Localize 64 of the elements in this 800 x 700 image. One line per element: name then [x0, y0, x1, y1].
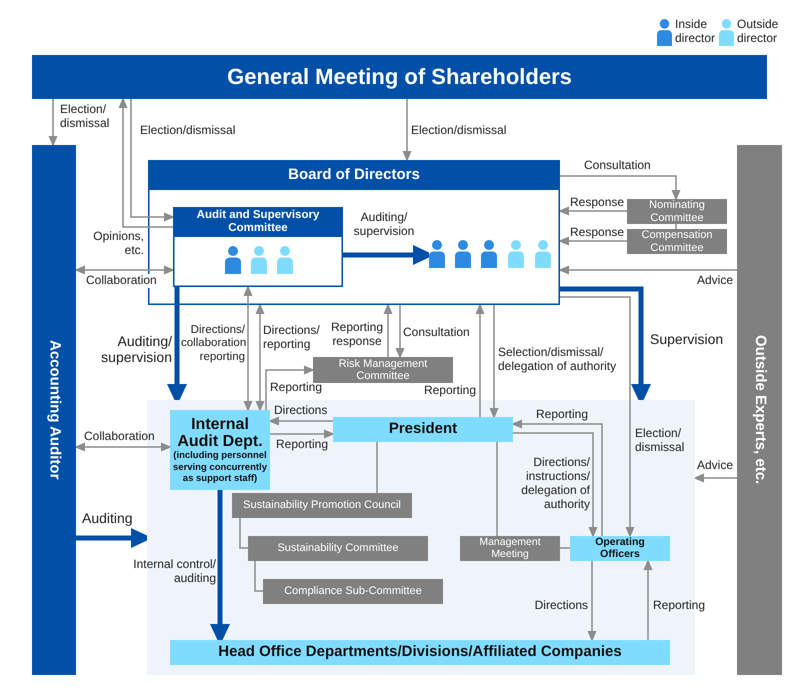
edge-label: Advice [697, 274, 734, 288]
edge-label: Reporting [536, 408, 590, 422]
process-box: Management Meeting [460, 536, 560, 561]
edge-label: Directions [534, 599, 588, 613]
edge-label: Collaboration [84, 430, 156, 444]
edge-label: Response [570, 196, 626, 210]
person-icon [481, 240, 497, 268]
side-bar: Accounting Auditor [32, 145, 76, 675]
process-box: Risk Management Committee [313, 357, 453, 383]
connector-line [675, 224, 677, 229]
edge-label: Directions/ reporting [263, 324, 321, 352]
person-icon [455, 240, 471, 268]
person-icon [277, 246, 293, 274]
process-box: Sustainability Promotion Council [232, 493, 412, 518]
edge-label: Election/ dismissal [60, 103, 110, 131]
side-bar: Outside Experts, etc. [737, 145, 782, 675]
edge-label: Reporting [270, 381, 324, 395]
process-box: Nominating Committee [627, 199, 727, 224]
edge-label: Internal control/ auditing [132, 558, 216, 586]
edge-label: Opinions, etc. [92, 230, 144, 258]
group-title: Board of Directors [148, 160, 560, 190]
edge-label: Directions [274, 404, 328, 418]
node-text: (including personnel serving concurrently as support staff) [172, 450, 268, 484]
connector-line [376, 442, 378, 493]
edge-label: Auditing/ supervision [100, 333, 172, 366]
process-box [170, 410, 270, 490]
person-icon [251, 246, 267, 274]
connector-line [254, 561, 263, 592]
edge-label: Auditing [82, 510, 134, 526]
edge-label: Consultation [584, 159, 652, 173]
person-icon [429, 240, 445, 268]
connector-line [239, 518, 248, 549]
edge-label: Auditing/ supervision [352, 211, 416, 239]
group-box [173, 207, 343, 287]
edge-label: Reporting [422, 384, 476, 398]
edge-label: Reporting response [330, 321, 384, 349]
process-box: Head Office Departments/Divisions/Affiliated Companies [170, 640, 670, 665]
edge-label: Directions/ collaboration reporting [181, 324, 245, 364]
legend-label: Inside director [675, 18, 716, 46]
process-box: Compliance Sub-Committee [263, 579, 443, 604]
banner-bar: General Meeting of Shareholders [32, 55, 767, 99]
process-box: Operating Officers [570, 536, 670, 561]
person-icon [508, 240, 524, 268]
edge-label: Selection/dismissal/ delegation of authority [498, 346, 618, 374]
process-box: Compensation Committee [627, 229, 727, 254]
connector-line [560, 547, 570, 549]
edge-label: Advice [697, 459, 734, 473]
connector-line [496, 442, 498, 536]
edge-label: Response [570, 226, 626, 240]
process-box: President [333, 417, 513, 442]
person-icon [225, 246, 241, 274]
edge-label: Election/ dismissal [635, 427, 686, 455]
edge-label: Supervision [650, 331, 724, 348]
edge-label: Reporting [276, 438, 330, 452]
process-box: Sustainability Committee [248, 536, 428, 561]
person-icon [535, 240, 551, 268]
edge-label: Election/dismissal [140, 124, 236, 138]
group-title: Audit and Supervisory Committee [173, 207, 343, 237]
edge-label: Election/dismissal [411, 124, 508, 138]
legend-label: Outside director [737, 18, 780, 46]
edge-label: Reporting [653, 599, 706, 613]
edge-label: Directions/ instructions/ delegation of authority [520, 456, 590, 512]
node-title: Internal Audit Dept. [176, 416, 264, 450]
edge-label: Consultation [403, 326, 471, 340]
